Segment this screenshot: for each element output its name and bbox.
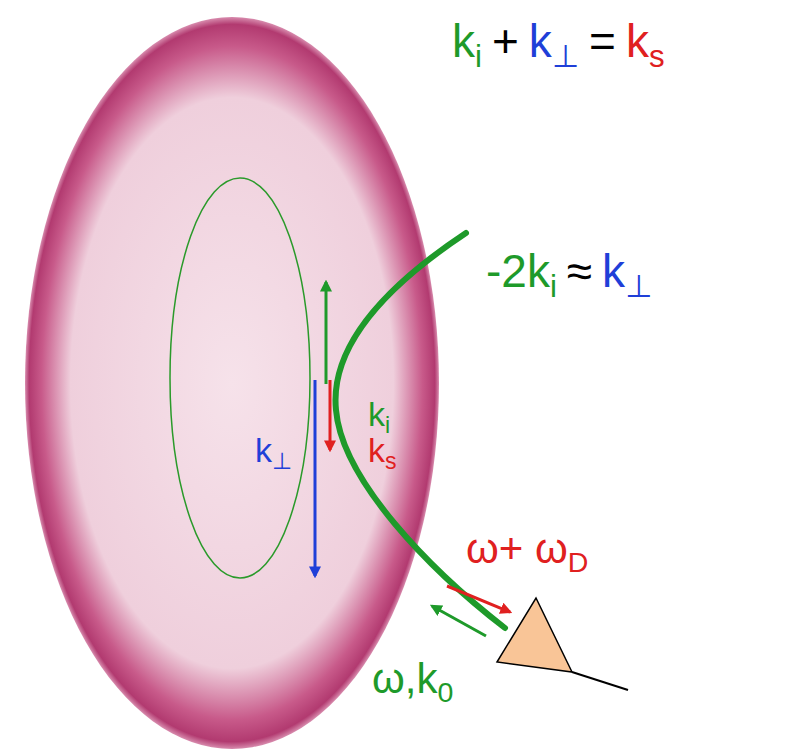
label-group: k⊥ (255, 432, 292, 469)
label-group: ki (368, 396, 390, 433)
label-subscript: 0 (437, 676, 453, 708)
label-main: k (602, 245, 625, 297)
label-subscript: s (649, 39, 665, 74)
label-main: -2k (486, 245, 550, 297)
label-main: k (255, 431, 272, 469)
launched-wave-arrow (432, 606, 486, 636)
label-subscript: D (568, 546, 589, 578)
physics-label: -2ki (486, 246, 557, 297)
label-subscript: i (475, 39, 482, 74)
label-main: k (452, 15, 475, 67)
scattered-wavevector-arrow (329, 380, 332, 450)
physics-label: ω+ ωD (466, 526, 588, 572)
perpendicular-wavevector-arrow (314, 380, 317, 576)
returned-wave-arrow (447, 586, 510, 612)
plasma-torus (25, 17, 439, 749)
label-main: k (368, 431, 385, 469)
physics-label: k⊥ (529, 16, 579, 67)
label-subscript: i (550, 269, 557, 304)
physics-label: ki (368, 396, 390, 433)
flux-surface (170, 178, 310, 578)
label-group: ki+k⊥=ks (452, 16, 665, 67)
label-group: -2ki≈k⊥ (486, 246, 652, 297)
physics-label: ω,k0 (372, 656, 453, 702)
label-main: k (626, 15, 649, 67)
physics-label: k⊥ (255, 432, 292, 469)
label-group: ω+ ωD (466, 526, 588, 572)
physics-label: ≈ (567, 246, 592, 297)
physics-label: ks (368, 432, 397, 469)
label-group: ks (368, 432, 397, 469)
physics-label: = (589, 16, 616, 67)
physics-label: ki (452, 16, 482, 67)
label-main: k (529, 15, 552, 67)
label-group: ω,k0 (372, 656, 453, 702)
label-subscript: i (385, 412, 390, 438)
physics-label: k⊥ (602, 246, 652, 297)
label-subscript: ⊥ (625, 269, 652, 304)
label-main: ω+ ω (466, 525, 568, 572)
incident-wavevector-arrow (325, 282, 328, 384)
label-subscript: ⊥ (272, 448, 292, 474)
physics-label: + (492, 16, 519, 67)
label-subscript: s (385, 448, 397, 474)
antenna-feed (572, 672, 628, 690)
label-main: k (368, 395, 385, 433)
physics-label: ks (626, 16, 665, 67)
antenna-horn (497, 598, 572, 672)
label-subscript: ⊥ (552, 39, 579, 74)
label-main: ω,k (372, 655, 437, 702)
